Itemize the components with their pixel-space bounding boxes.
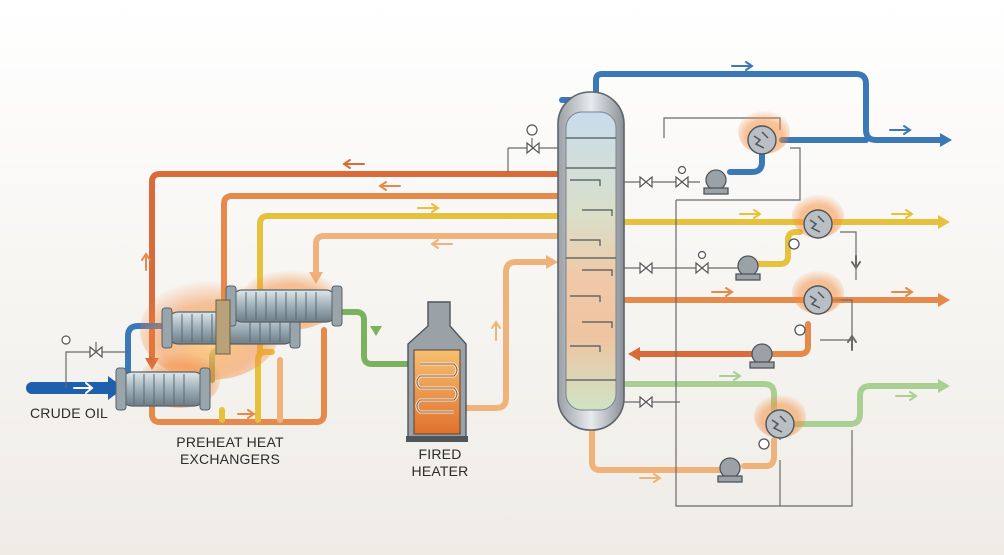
valve-icon bbox=[639, 261, 653, 275]
green-product-pipe bbox=[791, 383, 943, 427]
tan-pumparound-pipe bbox=[313, 233, 563, 279]
cooler-icon bbox=[747, 125, 777, 155]
pump-icon bbox=[703, 169, 729, 195]
pumps bbox=[703, 169, 806, 483]
gauge-icon bbox=[61, 335, 71, 345]
heater-label-line1: FIRED bbox=[418, 446, 462, 462]
cooler-icon bbox=[765, 409, 795, 439]
fired-heater-label: FIRED HEATER bbox=[395, 446, 485, 480]
pump-icon bbox=[735, 255, 761, 281]
preheat-label-line2: EXCHANGERS bbox=[179, 451, 281, 467]
overhead-outlet-arrow bbox=[940, 133, 952, 147]
valve-icon bbox=[695, 261, 709, 275]
gauge-icon bbox=[794, 324, 806, 336]
distillation-column bbox=[557, 91, 625, 431]
crude-oil-label: CRUDE OIL bbox=[30, 405, 109, 421]
valves bbox=[61, 124, 709, 409]
preheat-heat-exchangers-label: PREHEAT HEAT EXCHANGERS bbox=[170, 434, 290, 468]
orange-product-arrow bbox=[938, 293, 950, 307]
preheat-heat-exchangers bbox=[115, 270, 343, 411]
green-sidestream-pipe bbox=[619, 381, 777, 413]
valve-icon bbox=[89, 345, 103, 359]
gauge-icon bbox=[697, 250, 707, 260]
lower-orange-return bbox=[149, 327, 327, 425]
gauge-icon bbox=[677, 165, 687, 175]
yellow-pumparound-pipe bbox=[257, 213, 563, 303]
green-product-arrow bbox=[938, 379, 950, 393]
feed-arrowhead bbox=[546, 255, 558, 269]
orange-pumparound-pipe bbox=[221, 193, 563, 303]
preheat-label-line1: PREHEAT HEAT bbox=[176, 434, 284, 450]
flow-arrows bbox=[73, 61, 918, 483]
exchanger-support bbox=[215, 299, 231, 355]
fired-heater bbox=[406, 301, 468, 442]
cooler-icon bbox=[803, 209, 833, 239]
bottoms-pipe bbox=[589, 421, 723, 473]
right-side-exchangers bbox=[738, 110, 844, 439]
valve-icon bbox=[675, 175, 689, 189]
reflux-blue-pipe bbox=[727, 147, 765, 175]
valve-icon bbox=[526, 141, 540, 155]
pump-icon bbox=[749, 343, 775, 369]
heater-label-line2: HEATER bbox=[411, 463, 469, 479]
valve-icon bbox=[639, 175, 653, 189]
gauge-icon bbox=[788, 238, 800, 250]
dark-orange-reflux-arrow bbox=[628, 347, 640, 361]
column-trays bbox=[566, 137, 616, 381]
heater-outlet-pipe bbox=[457, 259, 551, 411]
yellow-reflux-pipe bbox=[753, 229, 803, 267]
cooler-icon bbox=[803, 285, 833, 315]
exchanger-shell-upper bbox=[231, 289, 337, 323]
yellow-product-arrow bbox=[938, 215, 950, 229]
gauge-icon bbox=[526, 124, 538, 136]
dark-orange-return-pipe bbox=[149, 171, 563, 365]
valve-icon bbox=[639, 395, 653, 409]
gauge-icon bbox=[758, 438, 770, 450]
green-to-heater-pipe bbox=[337, 309, 419, 367]
pump-icon bbox=[717, 457, 743, 483]
blue-hx-feed bbox=[125, 323, 173, 377]
